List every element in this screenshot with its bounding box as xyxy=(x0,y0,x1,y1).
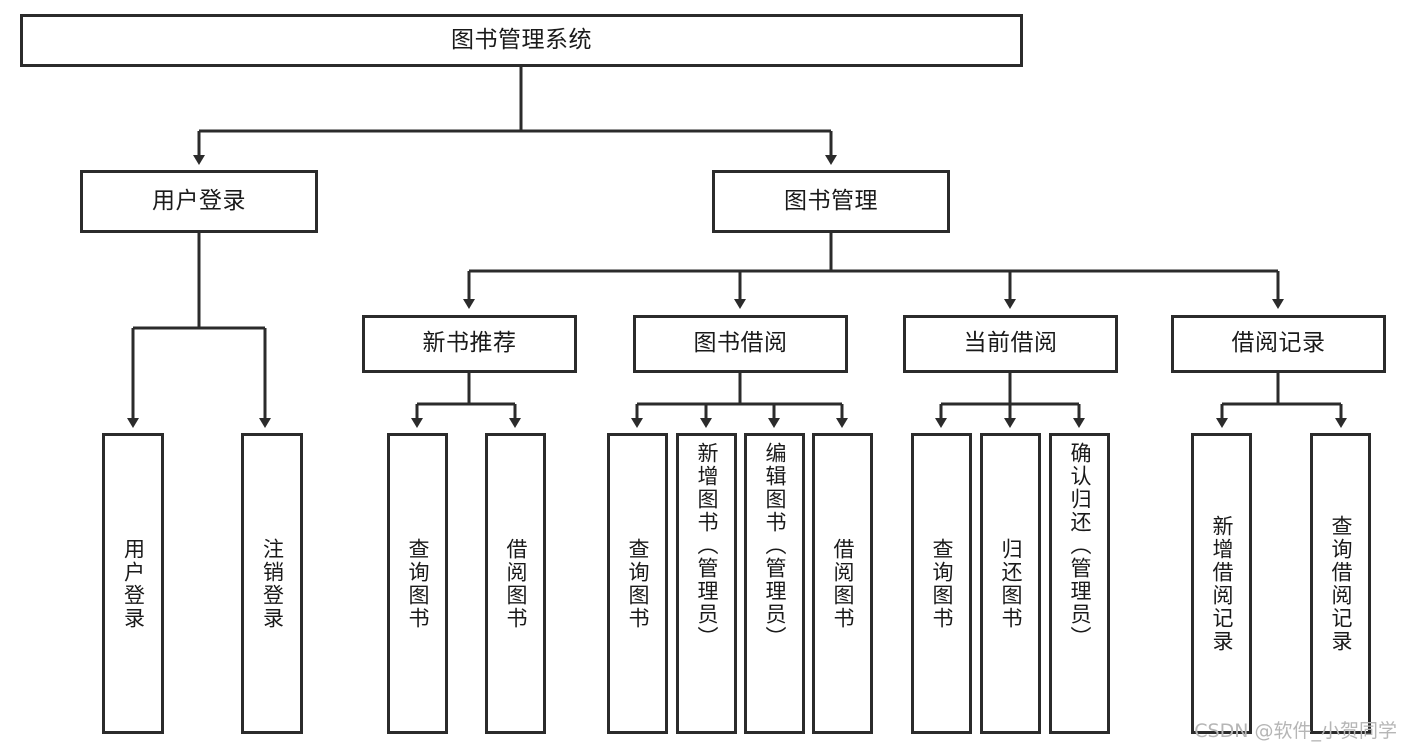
node-leaf-add-record[interactable]: 新增借阅记录 xyxy=(1191,433,1252,734)
node-leaf-user-logout[interactable]: 注销登录 xyxy=(241,433,303,734)
node-leaf-add-record-label: 新增借阅记录 xyxy=(1210,514,1234,653)
node-leaf-query-book-2-label: 查询图书 xyxy=(626,537,650,630)
node-leaf-edit-book[interactable]: 编辑图书（管理员） xyxy=(744,433,805,734)
node-leaf-query-book-1[interactable]: 查询图书 xyxy=(387,433,448,734)
node-user-login-label: 用户登录 xyxy=(152,187,246,214)
node-leaf-user-login[interactable]: 用户登录 xyxy=(102,433,164,734)
node-leaf-edit-book-label: 编辑图书（管理员） xyxy=(763,442,787,649)
node-leaf-query-record-label: 查询借阅记录 xyxy=(1329,514,1353,653)
node-leaf-borrow-book-2-label: 借阅图书 xyxy=(831,537,855,630)
node-leaf-query-record[interactable]: 查询借阅记录 xyxy=(1310,433,1371,734)
node-book-borrow[interactable]: 图书借阅 xyxy=(633,315,848,373)
node-borrow-record-label: 借阅记录 xyxy=(1231,330,1326,357)
node-user-login[interactable]: 用户登录 xyxy=(80,170,318,233)
node-leaf-confirm-return-label: 确认归还（管理员） xyxy=(1068,442,1092,649)
node-leaf-query-book-3-label: 查询图书 xyxy=(930,537,954,630)
node-leaf-borrow-book-2[interactable]: 借阅图书 xyxy=(812,433,873,734)
node-leaf-confirm-return[interactable]: 确认归还（管理员） xyxy=(1049,433,1110,734)
node-leaf-add-book[interactable]: 新增图书（管理员） xyxy=(676,433,737,734)
node-root-label: 图书管理系统 xyxy=(451,26,592,53)
node-leaf-return-book-label: 归还图书 xyxy=(999,537,1023,630)
node-new-book-recommend[interactable]: 新书推荐 xyxy=(362,315,577,373)
node-new-book-recommend-label: 新书推荐 xyxy=(422,330,517,357)
node-leaf-user-login-label: 用户登录 xyxy=(121,537,146,630)
node-current-borrow[interactable]: 当前借阅 xyxy=(903,315,1118,373)
node-leaf-add-book-label: 新增图书（管理员） xyxy=(695,442,719,649)
node-leaf-user-logout-label: 注销登录 xyxy=(260,537,285,630)
csdn-watermark: CSDN @软件_小贺同学 xyxy=(1194,720,1397,742)
node-leaf-query-book-1-label: 查询图书 xyxy=(406,537,430,630)
node-current-borrow-label: 当前借阅 xyxy=(963,330,1058,357)
node-leaf-borrow-book-1[interactable]: 借阅图书 xyxy=(485,433,546,734)
node-book-borrow-label: 图书借阅 xyxy=(693,330,788,357)
node-book-management-label: 图书管理 xyxy=(784,187,878,214)
node-borrow-record[interactable]: 借阅记录 xyxy=(1171,315,1386,373)
node-root[interactable]: 图书管理系统 xyxy=(20,14,1023,67)
node-leaf-borrow-book-1-label: 借阅图书 xyxy=(504,537,528,630)
node-book-management[interactable]: 图书管理 xyxy=(712,170,950,233)
node-leaf-query-book-3[interactable]: 查询图书 xyxy=(911,433,972,734)
node-leaf-return-book[interactable]: 归还图书 xyxy=(980,433,1041,734)
node-leaf-query-book-2[interactable]: 查询图书 xyxy=(607,433,668,734)
